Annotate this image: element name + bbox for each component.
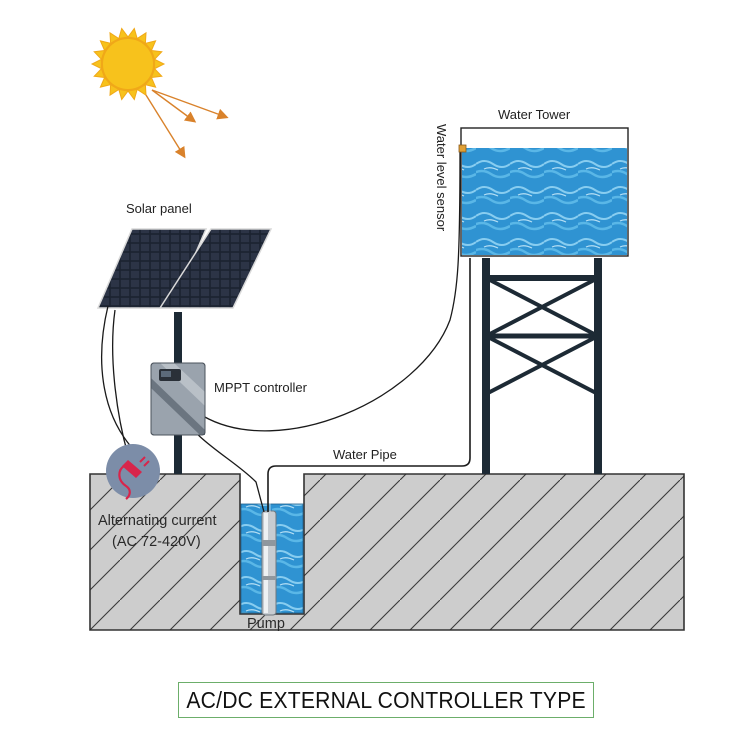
arrow-icon: [145, 89, 229, 159]
ground: [89, 473, 685, 631]
ac-range-label: (AC 72-420V): [112, 534, 201, 550]
water-tower-stand: [482, 258, 602, 474]
water-tower-tank: [460, 127, 629, 257]
alternating-current-label: Alternating current: [98, 513, 216, 529]
title-box: AC/DC EXTERNAL CONTROLLER TYPE: [178, 682, 594, 718]
water-level-sensor-icon: [458, 144, 467, 153]
sun-ray: [154, 58, 166, 70]
solar-panel-icon: [96, 228, 273, 309]
pump-icon: [261, 510, 277, 616]
mppt-controller-label: MPPT controller: [214, 380, 308, 395]
plug-icon: [106, 444, 160, 500]
mppt-controller-icon: [150, 362, 206, 436]
page-title: AC/DC EXTERNAL CONTROLLER TYPE: [186, 686, 586, 713]
pump-label: Pump: [247, 616, 285, 632]
sun-icon: [90, 27, 166, 101]
water-level-sensor-label: Water level sensor: [434, 124, 449, 232]
solar-panel-label: Solar panel: [126, 201, 192, 216]
water-pipe-label: Water Pipe: [333, 447, 397, 462]
water-tower-label: Water Tower: [498, 107, 571, 122]
sun-ray: [90, 58, 102, 70]
